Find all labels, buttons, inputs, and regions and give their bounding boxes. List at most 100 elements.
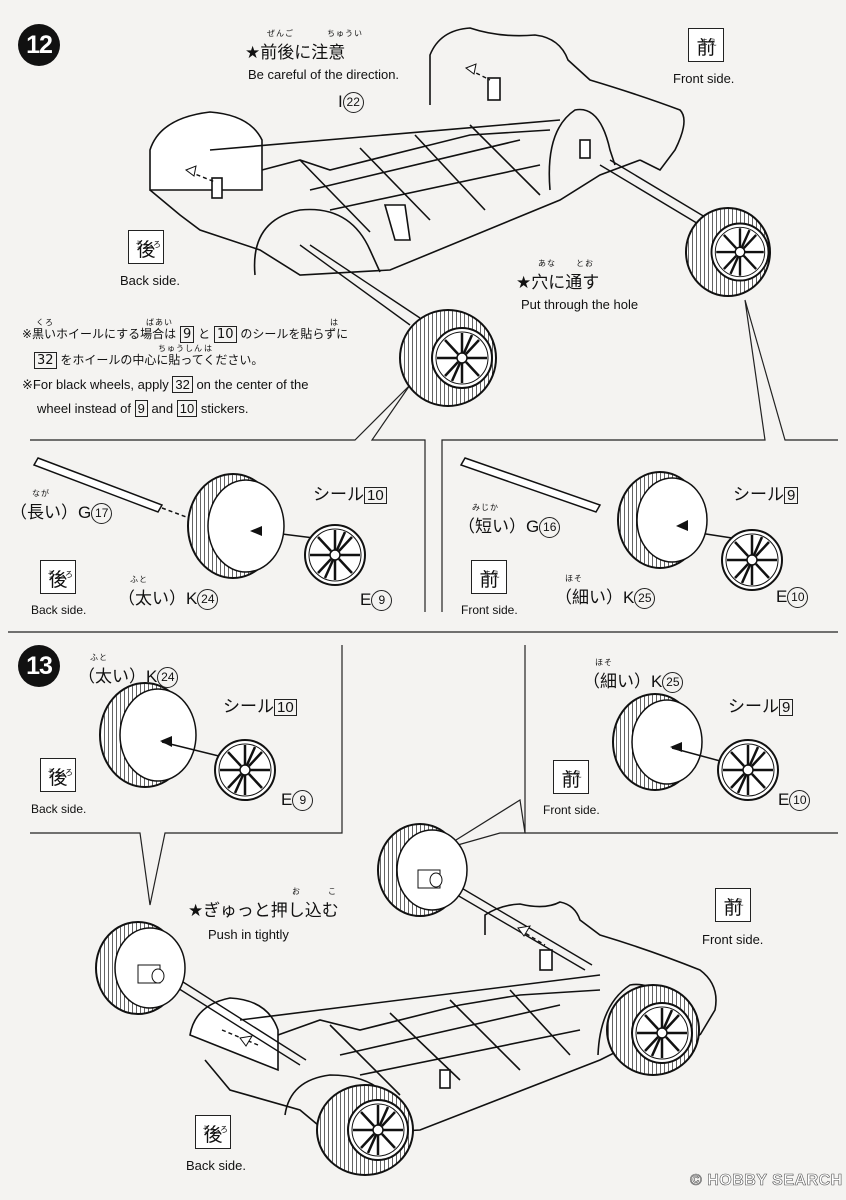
- black-wheel-note-en-2: wheel instead of 9 and 10 stickers.: [37, 400, 249, 417]
- ruby-baai: ばあい: [146, 318, 173, 327]
- thin-text-12: （細い）K: [555, 588, 635, 607]
- watermark: © HOBBY SEARCH: [690, 1172, 843, 1190]
- thick-num-12: 24: [197, 589, 219, 611]
- front-ruby-13: まえ: [727, 898, 745, 907]
- ruby-ha: は: [330, 318, 339, 327]
- seal-text-13r: シール: [728, 697, 779, 716]
- seal-num-13r: 9: [779, 699, 794, 716]
- push-heading: お こ ★ぎゅっと押し込む: [188, 886, 339, 921]
- caution-en: Be careful of the direction.: [248, 67, 400, 82]
- part-letter: I: [338, 92, 343, 111]
- side-kanji-12r: 前: [479, 569, 499, 591]
- side-kanji-12l: 後: [48, 569, 68, 591]
- short-num: 16: [539, 517, 561, 539]
- ruby-ha2: は: [204, 344, 213, 353]
- sticker-32-ref-en: 32: [172, 376, 193, 393]
- side-ruby-13l: うしろ: [47, 768, 74, 777]
- step-number-13: 13: [18, 645, 60, 687]
- seal-text-12r: シール: [733, 485, 784, 504]
- front-badge-13: まえ 前: [715, 888, 751, 922]
- thick-ruby-13: ふと: [90, 653, 108, 662]
- note-jp-2: をホイールの中心に貼ってください。: [60, 353, 264, 367]
- ruby-chushin: ちゅうしん: [158, 344, 203, 353]
- callout-box-left-13: [30, 645, 343, 906]
- note-en-1: ※For black wheels, apply: [22, 377, 169, 392]
- back-badge-13-detail: うしろ 後: [40, 758, 76, 792]
- wheel-pushin-rear-13: [95, 921, 186, 1015]
- thick-ruby-12: ふと: [130, 575, 148, 584]
- note-jp-1a: ※黒いホイールにする場合は: [22, 327, 177, 341]
- hole-jp: ★穴に通す: [516, 273, 600, 293]
- sticker-10-ref: 10: [213, 326, 237, 343]
- front-kanji-13: 前: [723, 897, 743, 919]
- front-badge-12: まえ 前: [688, 28, 724, 62]
- hole-heading: あな とお ★穴に通す: [516, 258, 599, 293]
- wheel-pushin-front-13: [377, 823, 468, 917]
- wheel-text-12r: E: [776, 587, 788, 606]
- seal-num-13l: 10: [274, 699, 297, 716]
- chassis-step13: [189, 901, 717, 1136]
- ruby-kuro: くろ: [36, 318, 54, 327]
- back-ruby-13: うしろ: [202, 1125, 229, 1134]
- side-ruby-12l: うしろ: [47, 570, 74, 579]
- wheel-mounted-rear-13: [316, 1084, 414, 1176]
- wheel-mounted-front-13: [606, 984, 700, 1076]
- black-wheel-note-jp-2: ちゅうしん は 32 をホイールの中心に貼ってください。: [34, 342, 263, 369]
- short-text: （短い）G: [458, 517, 540, 536]
- front-label-13-detail: Front side.: [543, 803, 600, 817]
- long-num: 17: [91, 503, 113, 525]
- thin-text-13: （細い）K: [583, 672, 663, 691]
- thick-num-13: 24: [157, 667, 179, 689]
- back-label-13-detail: Back side.: [31, 802, 87, 816]
- seal-num-12l: 10: [364, 487, 387, 504]
- callout-box-right-12: [441, 299, 838, 612]
- note-en-2b: and: [151, 401, 174, 416]
- caution-ruby-1: ぜんご: [267, 29, 294, 38]
- thin-ruby-12: ほそ: [565, 574, 583, 583]
- wheel-text-13l: E: [281, 790, 293, 809]
- back-badge-12-detail: うしろ 後: [40, 560, 76, 594]
- side-ruby-13r: まえ: [565, 770, 583, 779]
- note-en-1b: on the center of the: [196, 377, 309, 392]
- step-number-12: 12: [18, 24, 60, 66]
- short-ruby: みじか: [472, 503, 499, 512]
- long-text: （長い）G: [10, 503, 92, 522]
- seal-text-13l: シール: [223, 697, 274, 716]
- thin-ruby-13: ほそ: [595, 658, 613, 667]
- caution-heading: ぜんご ちゅうい ★前後に注意: [245, 28, 362, 63]
- seal-text-12l: シール: [313, 485, 364, 504]
- wheel-text-12l: E: [360, 590, 372, 609]
- back-label-12-detail: Back side.: [31, 603, 87, 617]
- side-kanji-13l: 後: [48, 767, 68, 789]
- note-en-2c: stickers.: [200, 401, 249, 416]
- wheel-num-12r: 10: [787, 587, 809, 609]
- back-label-13: Back side.: [186, 1158, 246, 1173]
- wheel-rear-12: [399, 309, 497, 407]
- front-badge-12-detail: まえ 前: [471, 560, 507, 594]
- note-jp-1b: と: [198, 327, 211, 341]
- note-jp-1c: のシールを貼らずに: [240, 327, 349, 341]
- back-kanji: 後: [136, 239, 156, 261]
- black-wheel-note-en-1: ※For black wheels, apply 32 on the cente…: [22, 376, 308, 393]
- back-kanji-13: 後: [203, 1124, 223, 1146]
- push-en: Push in tightly: [208, 927, 289, 942]
- callout-box-left-12: [30, 384, 426, 612]
- thick-text-12: （太い）K: [118, 589, 198, 608]
- push-ruby-1: お: [292, 887, 301, 896]
- back-label-12: Back side.: [120, 273, 180, 288]
- black-wheel-note-jp-1: くろ ばあい は ※黒いホイールにする場合は 9 と 10 のシールを貼らずに: [22, 316, 348, 343]
- push-jp: ★ぎゅっと押し込む: [188, 901, 339, 921]
- back-badge-12: うしろ 後: [128, 230, 164, 264]
- side-ruby-12r: まえ: [483, 570, 501, 579]
- wheel-num-13l: 9: [292, 790, 314, 812]
- sticker-32-ref: 32: [34, 352, 57, 369]
